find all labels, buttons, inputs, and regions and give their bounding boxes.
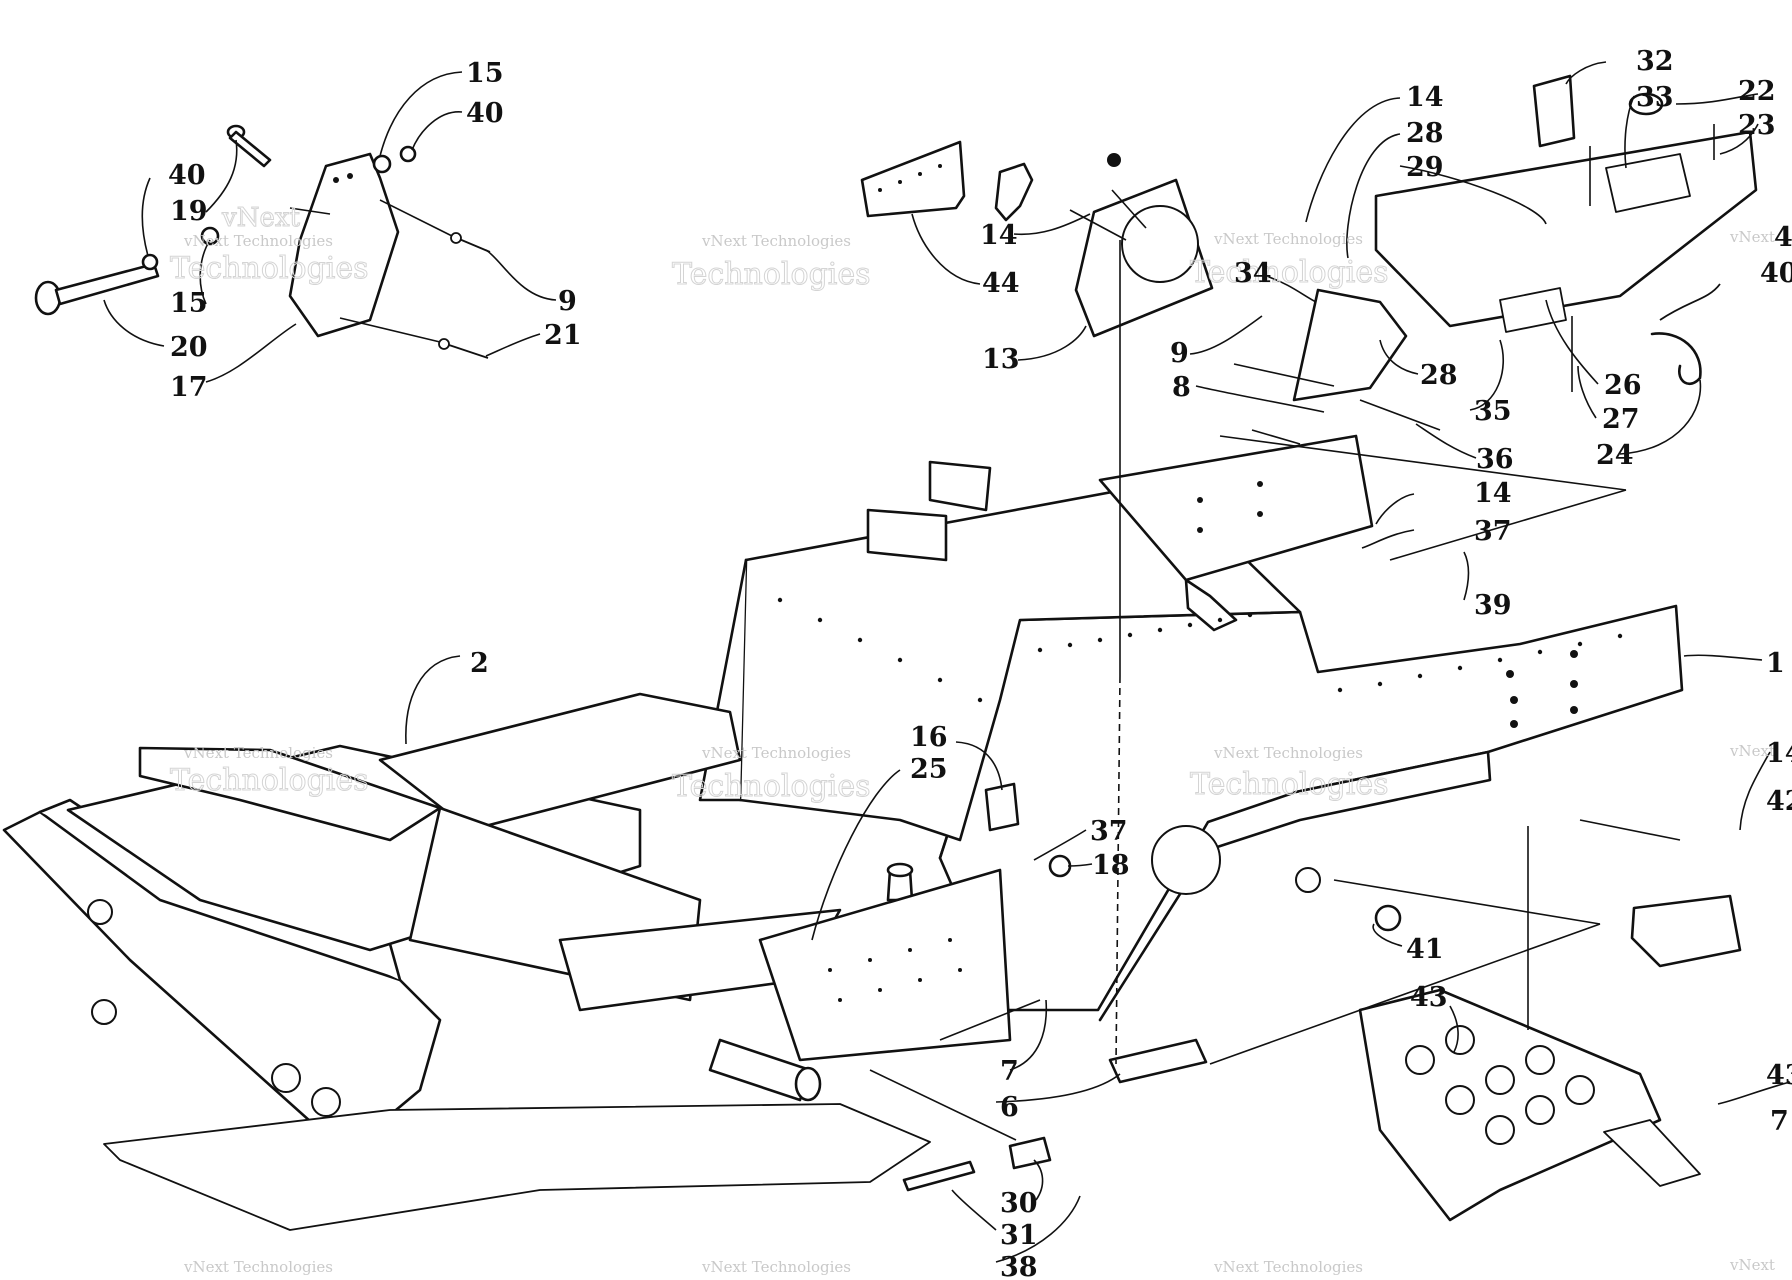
callout-28: 28 <box>1406 118 1444 149</box>
watermark-text: vNext Technologies <box>701 232 851 250</box>
callout-38: 38 <box>1000 1252 1038 1280</box>
callout-23: 23 <box>1738 110 1776 141</box>
callout-37: 37 <box>1090 816 1128 847</box>
callout-27: 27 <box>1602 404 1640 435</box>
console-panel-23 <box>1374 130 1758 333</box>
callout-25: 25 <box>910 754 948 785</box>
watermark-text: vNext <box>221 203 300 233</box>
assembly-lines <box>289 124 1715 1141</box>
bracket-34 <box>1292 288 1408 402</box>
callout-40: 40 <box>466 98 504 129</box>
bulkhead-holes <box>828 938 962 1002</box>
clip-32 <box>1532 74 1576 148</box>
callout-4: 4 <box>1774 222 1792 253</box>
callout-24: 24 <box>1596 440 1634 471</box>
callout-21: 21 <box>544 320 582 351</box>
watermark-text: vNext Technologies <box>701 744 851 762</box>
watermark-text: vNext Technologies <box>1213 1258 1363 1276</box>
callout-35: 35 <box>1474 396 1512 427</box>
steering-bracket-assembly <box>34 124 491 359</box>
callout-42: 42 <box>1766 786 1792 817</box>
callout-44: 44 <box>982 268 1020 299</box>
clip-30 <box>1008 1136 1052 1170</box>
handle-bracket-42 <box>1630 894 1742 968</box>
callout-2: 2 <box>470 648 489 679</box>
plate-44 <box>860 140 966 218</box>
watermark-text: vNext <box>1729 742 1775 760</box>
chassis-frame <box>698 434 1684 1022</box>
callout-39: 39 <box>1474 590 1512 621</box>
watermark-text: vNext Technologies <box>183 1258 333 1276</box>
watermark-text: Technologies <box>672 257 871 292</box>
watermark-text: Technologies <box>170 763 369 798</box>
watermark-text: Technologies <box>170 251 369 286</box>
bracket-16 <box>984 782 1020 832</box>
hairpin-24 <box>1650 332 1702 385</box>
callout-30: 30 <box>1000 1188 1038 1219</box>
watermark-text: vNext Technologies <box>1213 230 1363 248</box>
callout-15: 15 <box>170 288 208 319</box>
watermark-text: vNext Technologies <box>183 232 333 250</box>
watermark-text: vNext <box>1729 1256 1775 1274</box>
callout-1: 1 <box>1766 648 1785 679</box>
front-frame <box>2 692 1012 1142</box>
callout-41: 41 <box>1406 934 1444 965</box>
callout-37: 37 <box>1474 516 1512 547</box>
callout-18: 18 <box>1092 850 1130 881</box>
watermark-text: Technologies <box>1190 255 1389 290</box>
callout-leaders <box>103 61 1791 1263</box>
hinge-plate-7 <box>1603 1119 1701 1187</box>
callout-36: 36 <box>1476 444 1514 475</box>
callout-14: 14 <box>1406 82 1444 113</box>
gusset-plate <box>994 162 1034 222</box>
callout-16: 16 <box>910 722 948 753</box>
callout-7: 7 <box>1000 1056 1019 1087</box>
callout-14: 14 <box>1474 478 1512 509</box>
callout-13: 13 <box>982 344 1020 375</box>
callout-15: 15 <box>466 58 504 89</box>
washer-18 <box>1048 854 1072 878</box>
callout-34: 34 <box>1234 258 1272 289</box>
callout-19: 19 <box>170 196 208 227</box>
callout-8: 8 <box>1172 372 1191 403</box>
callout-14: 14 <box>1766 738 1792 769</box>
watermark-text: vNext Technologies <box>701 1258 851 1276</box>
callout-31: 31 <box>1000 1220 1038 1251</box>
callout-43: 43 <box>1410 982 1448 1013</box>
callout-7: 7 <box>1770 1106 1789 1137</box>
chassis-rivet-holes <box>777 481 1623 728</box>
watermark-text: Technologies <box>672 769 871 804</box>
callout-40: 40 <box>1760 258 1792 289</box>
watermarks: vNext Technologies vNext Technologies vN… <box>170 203 1775 1277</box>
callout-32: 32 <box>1636 46 1674 77</box>
callout-6: 6 <box>1000 1092 1019 1123</box>
callout-33: 33 <box>1636 82 1674 113</box>
heel-plate-6 <box>1108 1038 1208 1084</box>
spring-31 <box>902 1160 976 1192</box>
callout-9: 9 <box>1170 338 1189 369</box>
callout-labels: 15 40 40 19 15 20 9 21 17 14 44 13 9 8 1… <box>168 46 1792 1280</box>
callout-40: 40 <box>168 160 206 191</box>
callout-20: 20 <box>170 332 208 363</box>
watermark-text: vNext Technologies <box>183 744 333 762</box>
mount-bracket-13 <box>1074 153 1214 338</box>
watermark-text: Technologies <box>1190 767 1389 802</box>
plug-41 <box>1374 904 1402 932</box>
cable-4 <box>1659 283 1721 321</box>
callout-26: 26 <box>1604 370 1642 401</box>
callout-22: 22 <box>1738 76 1776 107</box>
callout-29: 29 <box>1406 152 1444 183</box>
grommet-22 <box>1628 92 1664 116</box>
callout-14: 14 <box>980 220 1018 251</box>
footrest-bracket <box>1358 988 1662 1222</box>
watermark-text: vNext Technologies <box>1213 744 1363 762</box>
belly-pan <box>103 1103 931 1231</box>
callout-43: 43 <box>1766 1060 1792 1091</box>
callout-28: 28 <box>1420 360 1458 391</box>
callout-17: 17 <box>170 372 208 403</box>
watermark-text: vNext <box>1729 228 1775 246</box>
callout-9: 9 <box>558 286 577 317</box>
